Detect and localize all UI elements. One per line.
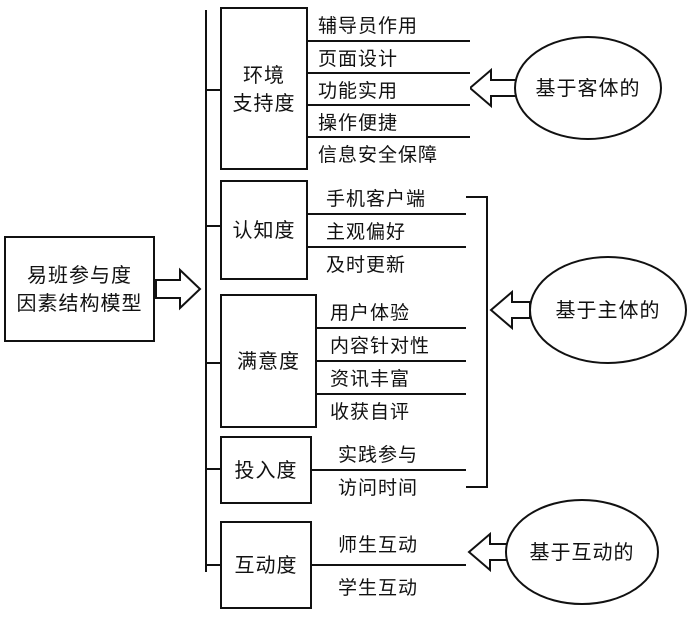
factor-subject: 基于主体的 (555, 298, 661, 322)
row-sep (306, 72, 470, 74)
group-label-environment-line2: 支持度 (232, 90, 296, 115)
group-divider-cognition (306, 180, 466, 280)
factor-object: 基于客体的 (535, 76, 641, 100)
item-operation-convenient: 操作便捷 (318, 111, 399, 134)
item-visit-time: 访问时间 (338, 476, 419, 499)
row-sep (315, 360, 466, 362)
factor-ellipse-object (514, 36, 662, 140)
item-mobile-client: 手机客户端 (326, 187, 427, 210)
factor-ellipse-interaction (505, 499, 659, 605)
group-label-satisfaction: 满意度 (222, 294, 315, 428)
group-label-environment: 环境 支持度 (222, 7, 306, 170)
row-sep (310, 564, 466, 566)
row-sep (315, 393, 466, 395)
group-label-engagement-line1: 投入度 (234, 458, 298, 482)
subject-arrow (489, 289, 531, 331)
factor-ellipse-subject (529, 256, 687, 364)
root-box (4, 236, 155, 342)
item-function-practical: 功能实用 (318, 79, 399, 102)
item-timely-update: 及时更新 (326, 253, 407, 276)
item-teacher-student-interaction: 师生互动 (338, 533, 419, 556)
group-label-interaction: 互动度 (222, 521, 310, 609)
root-arrow (155, 267, 202, 311)
item-subjective-preference: 主观偏好 (326, 220, 407, 243)
row-sep (306, 213, 466, 215)
interaction-arrow (467, 531, 509, 573)
item-info-security: 信息安全保障 (318, 143, 439, 166)
item-page-design: 页面设计 (318, 47, 399, 70)
factor-interaction: 基于互动的 (529, 540, 635, 564)
item-rich-info: 资讯丰富 (330, 367, 411, 390)
row-sep (306, 40, 470, 42)
item-content-relevance: 内容针对性 (330, 334, 431, 357)
row-sep (310, 469, 466, 471)
row-sep (315, 327, 466, 329)
group-label-engagement: 投入度 (222, 436, 310, 504)
root-label-line1: 易班参与度 (27, 263, 132, 287)
item-student-student-interaction: 学生互动 (338, 576, 419, 599)
group-label-environment-line1: 环境 (243, 62, 285, 87)
group-label-cognition-line1: 认知度 (232, 218, 296, 242)
group-label-cognition: 认知度 (222, 180, 306, 280)
root-label-line2: 因素结构模型 (16, 291, 143, 315)
root-label: 易班参与度 因素结构模型 (4, 236, 155, 342)
item-counselor-role: 辅导员作用 (318, 14, 419, 37)
group-divider-environment (306, 7, 470, 170)
item-gain-self-assessment: 收获自评 (330, 400, 411, 423)
row-sep (306, 246, 466, 248)
row-sep (306, 136, 470, 138)
item-practice-participation: 实践参与 (338, 443, 419, 466)
group-label-satisfaction-line1: 满意度 (237, 349, 300, 373)
item-user-experience: 用户体验 (330, 301, 411, 324)
group-label-interaction-line1: 互动度 (234, 553, 298, 577)
row-sep (306, 104, 470, 106)
